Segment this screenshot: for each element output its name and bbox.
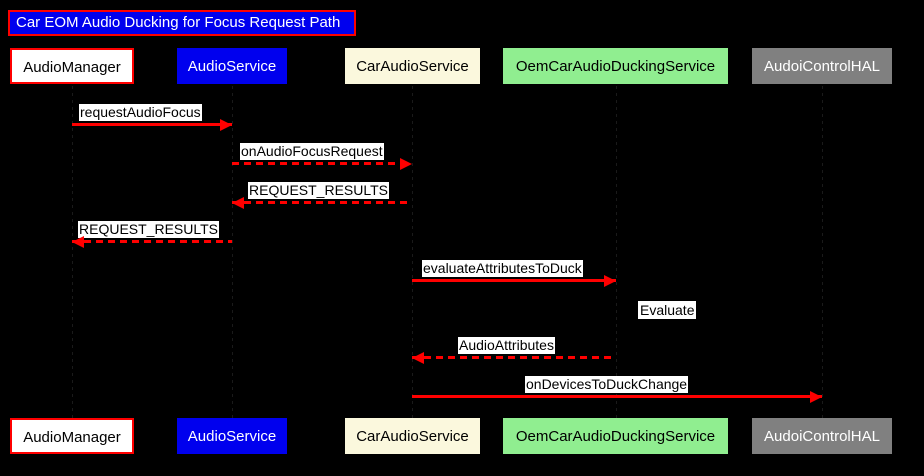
participant-bottom-audiomanager[interactable]: AudioManager [10, 418, 134, 454]
message-arrowhead-ondevicestoduckchange [810, 391, 822, 403]
participant-top-audoicontrolhal[interactable]: AudoiControlHAL [752, 48, 892, 84]
message-label-request-results: REQUEST_RESULTS [78, 221, 219, 238]
participant-top-audioservice[interactable]: AudioService [177, 48, 287, 84]
message-label-requestaudiofocus: requestAudioFocus [79, 104, 202, 121]
message-arrowhead-request-results [232, 197, 244, 209]
message-line-ondevicestoduckchange [412, 395, 822, 398]
message-line-request-results [72, 240, 232, 243]
diagram-title: Car EOM Audio Ducking for Focus Request … [8, 10, 356, 36]
message-line-evaluateattributestoduck [412, 279, 616, 282]
message-arrowhead-evaluateattributestoduck [604, 275, 616, 287]
participant-top-caraudioservice[interactable]: CarAudioService [345, 48, 480, 84]
message-label-onaudiofocusrequest: onAudioFocusRequest [240, 143, 384, 160]
message-line-audioattributes [412, 356, 616, 359]
participant-top-oemcaraudioduckingservice[interactable]: OemCarAudioDuckingService [503, 48, 728, 84]
lifeline-caraudioservice [412, 86, 413, 418]
note-evaluate: Evaluate [638, 301, 697, 319]
participant-bottom-audioservice[interactable]: AudioService [177, 418, 287, 454]
participant-bottom-oemcaraudioduckingservice[interactable]: OemCarAudioDuckingService [503, 418, 728, 454]
lifeline-oemcaraudioduckingservice [616, 86, 617, 418]
message-line-requestaudiofocus [72, 123, 232, 126]
participant-bottom-caraudioservice[interactable]: CarAudioService [345, 418, 480, 454]
message-line-request-results [232, 201, 412, 204]
participant-top-audiomanager[interactable]: AudioManager [10, 48, 134, 84]
message-label-evaluateattributestoduck: evaluateAttributesToDuck [422, 260, 583, 277]
message-label-audioattributes: AudioAttributes [458, 337, 555, 354]
participant-bottom-audoicontrolhal[interactable]: AudoiControlHAL [752, 418, 892, 454]
message-arrowhead-requestaudiofocus [220, 119, 232, 131]
lifeline-audoicontrolhal [822, 86, 823, 418]
lifeline-audioservice [232, 86, 233, 418]
message-arrowhead-onaudiofocusrequest [400, 158, 412, 170]
message-arrowhead-request-results [72, 236, 84, 248]
message-label-request-results: REQUEST_RESULTS [248, 182, 389, 199]
message-arrowhead-audioattributes [412, 352, 424, 364]
lifeline-audiomanager [72, 86, 73, 418]
message-line-onaudiofocusrequest [232, 162, 412, 165]
message-label-ondevicestoduckchange: onDevicesToDuckChange [525, 376, 689, 393]
